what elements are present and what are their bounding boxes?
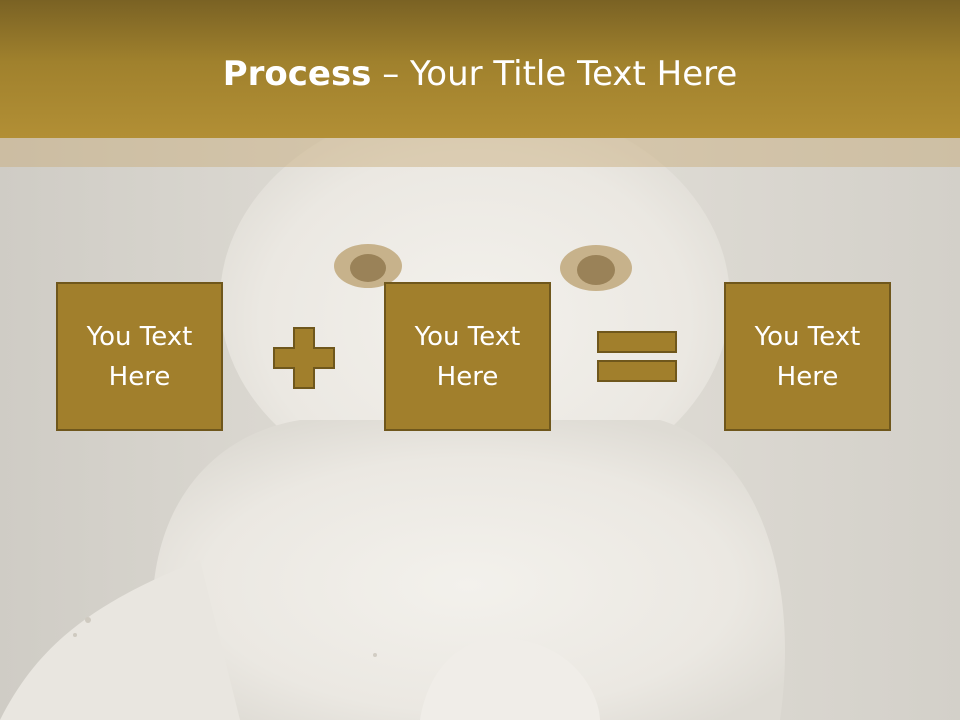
equals-icon [597, 331, 677, 382]
process-box-2-text: You Text Here [414, 321, 521, 392]
title-bold-part: Process [222, 54, 372, 94]
title-bar [0, 0, 960, 138]
title-accent-strip [0, 138, 960, 167]
plus-icon [273, 327, 335, 389]
process-box-3[interactable]: You Text Here [724, 282, 891, 431]
process-box-1-text: You Text Here [86, 321, 193, 392]
process-box-1[interactable]: You Text Here [56, 282, 223, 431]
process-box-2[interactable]: You Text Here [384, 282, 551, 431]
title-regular-part: – Your Title Text Here [371, 54, 738, 94]
process-box-3-text: You Text Here [754, 321, 861, 392]
slide-title: Process – Your Title Text Here [0, 52, 960, 96]
